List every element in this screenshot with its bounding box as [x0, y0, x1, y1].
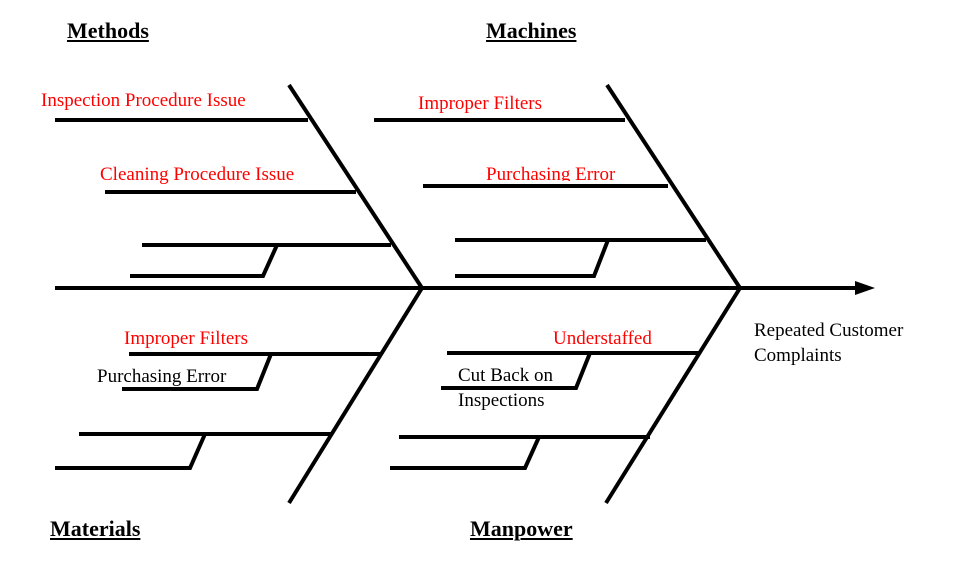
cause-manpower-1: Understaffed	[553, 328, 652, 349]
category-materials: Materials	[50, 516, 141, 541]
category-machines: Machines	[486, 18, 577, 43]
effect-label-line1: Repeated Customer	[754, 320, 904, 341]
category-methods: Methods	[67, 18, 149, 43]
manpower-sub-branch	[441, 352, 592, 390]
subcause-manpower-1-line2: Inspections	[458, 390, 545, 411]
bone-methods	[287, 83, 424, 290]
cause-materials-1: Improper Filters	[124, 328, 249, 349]
subcause-materials-1: Purchasing Error	[97, 366, 227, 387]
cause-machines-1: Improper Filters	[418, 93, 543, 114]
cause-methods-2: Cleaning Procedure Issue	[100, 164, 295, 185]
methods-sub-branch	[130, 244, 279, 278]
subcause-manpower-1-line1: Cut Back on	[458, 365, 553, 386]
machines-sub-branch	[455, 239, 610, 278]
cause-machines-2: Purchasing Error	[486, 165, 616, 181]
bone-materials	[287, 286, 424, 505]
effect-label-line2: Complaints	[754, 345, 842, 366]
category-manpower: Manpower	[470, 516, 573, 541]
materials-sub-branch-2	[55, 433, 207, 470]
materials-sub-branch	[122, 353, 273, 391]
bone-manpower	[604, 286, 742, 505]
manpower-sub-branch-2	[390, 436, 541, 470]
cause-methods-1: Inspection Procedure Issue	[41, 90, 246, 111]
bone-machines	[605, 83, 742, 290]
arrow-head	[855, 281, 875, 295]
